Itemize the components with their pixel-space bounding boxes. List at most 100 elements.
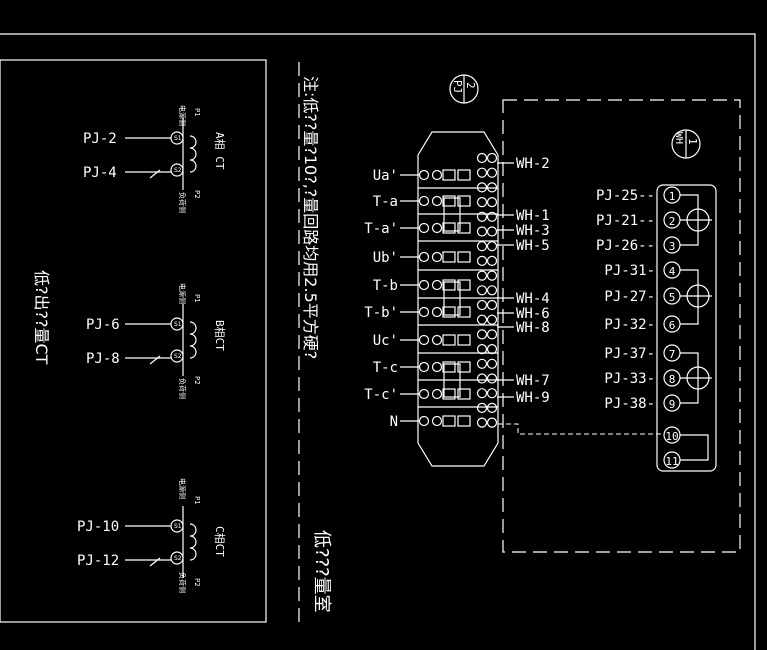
ct-c-p1-side: 电源侧 — [178, 478, 187, 499]
terminal-block-outline — [417, 131, 499, 467]
ct-c-p2-side: 负荷侧 — [178, 572, 187, 593]
meter-pin-number: 9 — [669, 398, 676, 411]
terminal-hole — [486, 285, 498, 296]
pj-badge-bottom: PJ — [451, 80, 464, 93]
meter-coil-wire — [680, 269, 699, 325]
terminal-hole — [476, 388, 488, 399]
terminal-hole — [476, 167, 488, 178]
terminal-hole — [486, 241, 498, 252]
ct-c-s2-label: S2 — [174, 555, 182, 562]
terminal-hole — [486, 358, 498, 369]
ct-a-p2-side: 负荷侧 — [178, 192, 187, 213]
room-label: 低???量室 — [311, 530, 332, 613]
terminal-hole — [486, 329, 498, 340]
ct-b-p2: P2 — [193, 376, 201, 385]
terminal-hole — [476, 226, 488, 237]
terminal-hole — [431, 415, 443, 427]
terminal-hole — [476, 329, 488, 340]
terminal-right-label: WH-1 — [516, 208, 550, 224]
terminal-left-label: Ua' — [373, 168, 398, 184]
ct-c-p1: P1 — [193, 496, 201, 505]
ct-unit-a: PJ-2 PJ-4 S1 S2 电源侧 P1 负荷侧 P2 A相 CT — [83, 105, 226, 213]
wh-badge-top: 1 — [686, 138, 699, 145]
terminal-hole — [476, 373, 488, 384]
meter-coil-wire — [680, 352, 699, 404]
meter-pin-number: 1 — [669, 190, 676, 203]
meter-pj-label: PJ-38- — [604, 396, 655, 412]
terminal-hole — [418, 222, 430, 234]
terminal-link — [442, 251, 456, 263]
terminal-hole — [486, 314, 498, 325]
terminal-right-label: WH-8 — [516, 320, 550, 336]
terminal-hole — [431, 388, 443, 400]
terminal-hole — [418, 361, 430, 373]
meter-pin-number: 2 — [669, 215, 676, 228]
terminal-link — [457, 251, 471, 263]
terminal-hole — [418, 279, 430, 291]
ct-b-pj-top-label: PJ-6 — [86, 317, 120, 333]
terminal-right-label: WH-9 — [516, 390, 550, 406]
terminal-right-label: WH-7 — [516, 373, 550, 389]
ct-unit-b: PJ-6 PJ-8 S1 S2 电源侧 P1 负荷侧 P2 B相CT — [86, 283, 226, 399]
ct-shorting-link — [443, 197, 461, 232]
terminal-left-label: T-b — [373, 278, 398, 294]
terminal-hole — [418, 169, 430, 181]
ground-tick — [149, 557, 161, 567]
ct-shorting-link — [443, 363, 461, 398]
terminal-right-labels: WH-2WH-1WH-3WH-5WH-4WH-6WH-8WH-7WH-9 — [497, 156, 550, 406]
terminal-hole — [486, 211, 498, 222]
terminal-link — [457, 334, 471, 346]
ct-b-p2-side: 负荷侧 — [178, 378, 187, 399]
terminal-hole — [431, 251, 443, 263]
terminal-hole — [431, 279, 443, 291]
ct-a-coil — [189, 135, 197, 173]
meter-pins: 1234567891011PJ-25--PJ-21--PJ-26--PJ-31-… — [596, 186, 712, 469]
meter-neutral-wire — [680, 434, 709, 461]
terminal-hole — [476, 402, 488, 413]
ct-a-p1: P1 — [193, 108, 201, 117]
ct-c-name: C相CT — [213, 526, 226, 557]
terminal-hole — [418, 415, 430, 427]
meter-pin-number: 4 — [669, 265, 676, 278]
terminal-hole — [431, 361, 443, 373]
ct-c-coil — [189, 523, 197, 561]
ground-tick — [149, 355, 161, 365]
terminal-hole — [418, 251, 430, 263]
terminal-right-label: WH-5 — [516, 238, 550, 254]
terminal-hole — [476, 270, 488, 281]
ct-section-box — [0, 59, 267, 623]
meter-pin-number: 8 — [669, 373, 676, 386]
terminal-hole — [476, 299, 488, 311]
terminal-link — [442, 415, 456, 427]
terminal-left-labels: Ua'T-aT-a'Ub'T-bT-b'Uc'T-cT-c'N — [364, 168, 419, 430]
pj-badge-top: 2 — [464, 82, 477, 89]
terminal-hole — [476, 344, 488, 355]
terminal-hole — [418, 388, 430, 400]
ct-c-pj-bottom-label: PJ-12 — [77, 553, 119, 569]
terminal-left-label: Ub' — [373, 250, 398, 266]
meter-pin-number: 3 — [669, 240, 676, 253]
terminal-link — [442, 361, 456, 373]
terminal-link — [457, 279, 471, 291]
meter-pj-label: PJ-21-- — [596, 213, 655, 229]
wh-badge-bottom: WH — [673, 132, 684, 144]
terminal-left-label: T-c — [373, 360, 398, 376]
ct-b-pj-bottom-label: PJ-8 — [86, 351, 120, 367]
terminal-hole — [431, 169, 443, 181]
ct-a-s1-label: S1 — [174, 135, 182, 142]
terminal-hole — [486, 270, 498, 281]
terminal-right-label: WH-2 — [516, 156, 550, 172]
terminal-link — [442, 334, 456, 346]
meter-pj-label: PJ-31- — [604, 263, 655, 279]
meter-pin-number: 10 — [665, 430, 678, 443]
meter-pin-number: 6 — [669, 319, 676, 332]
terminal-left-label: T-a' — [364, 221, 398, 237]
pj-badge: 2 PJ — [449, 74, 479, 104]
meter-pj-label: PJ-32- — [604, 317, 655, 333]
terminal-left-label: Uc' — [373, 333, 398, 349]
ct-c-s1-label: S1 — [174, 523, 182, 530]
ct-a-s2-label: S2 — [174, 167, 182, 174]
ct-shorting-link — [443, 281, 461, 316]
terminal-link — [442, 169, 456, 181]
terminal-hole — [486, 152, 498, 164]
